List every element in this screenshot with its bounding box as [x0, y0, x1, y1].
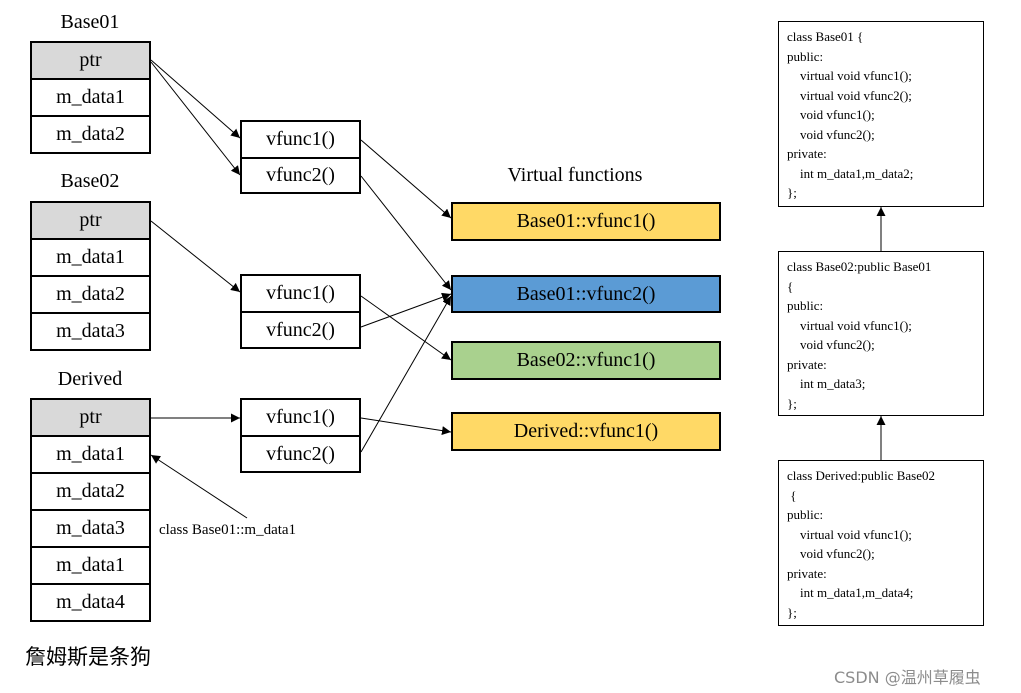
derived-member-cell: m_data2: [30, 472, 151, 511]
arrow-derived-vfunc1-to-impl: [360, 417, 452, 436]
derived-member-cell: m_data4: [30, 583, 151, 622]
arrow-annotation-to-member: [150, 454, 248, 519]
function-box-derived-vfunc1: Derived::vfunc1(): [451, 412, 721, 451]
watermark: CSDN @温州草履虫: [834, 668, 981, 687]
base01-vtable-slot: vfunc2(): [240, 157, 361, 194]
arrow-base01-vfunc2-to-impl: [360, 175, 452, 291]
virtual-functions-heading: Virtual functions: [507, 164, 643, 186]
base02-title: Base02: [60, 170, 120, 192]
arrow-derived-vfunc2-to-impl: [360, 295, 452, 453]
arrow-base01-vfunc1-to-impl: [360, 139, 452, 219]
base01-member-cell: m_data2: [30, 115, 151, 154]
derived-member-cell: m_data1: [30, 546, 151, 585]
arrow-base01-ptr-to-vfunc1: [150, 59, 241, 139]
function-box-base02-vfunc1: Base02::vfunc1(): [451, 341, 721, 380]
base01-member-cell: m_data1: [30, 78, 151, 117]
arrow-base02-vfunc1-to-impl: [360, 295, 452, 361]
caption: 詹姆斯是条狗: [25, 645, 151, 669]
base02-vtable-slot: vfunc1(): [240, 274, 361, 313]
base01-class-code: class Base01 { public: virtual void vfun…: [778, 21, 984, 207]
base02-ptr-cell: ptr: [30, 201, 151, 240]
base02-member-cell: m_data3: [30, 312, 151, 351]
derived-class-code: class Derived:public Base02 { public: vi…: [778, 460, 984, 626]
arrow-base01-ptr-to-vfunc2: [150, 61, 241, 176]
derived-title: Derived: [57, 368, 123, 390]
member-annotation: class Base01::m_data1: [159, 522, 297, 538]
base01-title: Base01: [60, 11, 120, 33]
base02-vtable-slot: vfunc2(): [240, 311, 361, 349]
derived-member-cell: m_data1: [30, 435, 151, 474]
derived-ptr-cell: ptr: [30, 398, 151, 437]
function-box-base01-vfunc2: Base01::vfunc2(): [451, 275, 721, 313]
arrow-base02-ptr-to-vtable: [150, 220, 241, 293]
arrow-base02-vfunc2-to-impl: [360, 292, 452, 328]
base02-class-code: class Base02:public Base01 { public: vir…: [778, 251, 984, 416]
base02-member-cell: m_data1: [30, 238, 151, 277]
derived-vtable-slot: vfunc2(): [240, 435, 361, 473]
function-box-base01-vfunc1: Base01::vfunc1(): [451, 202, 721, 241]
base01-vtable-slot: vfunc1(): [240, 120, 361, 159]
